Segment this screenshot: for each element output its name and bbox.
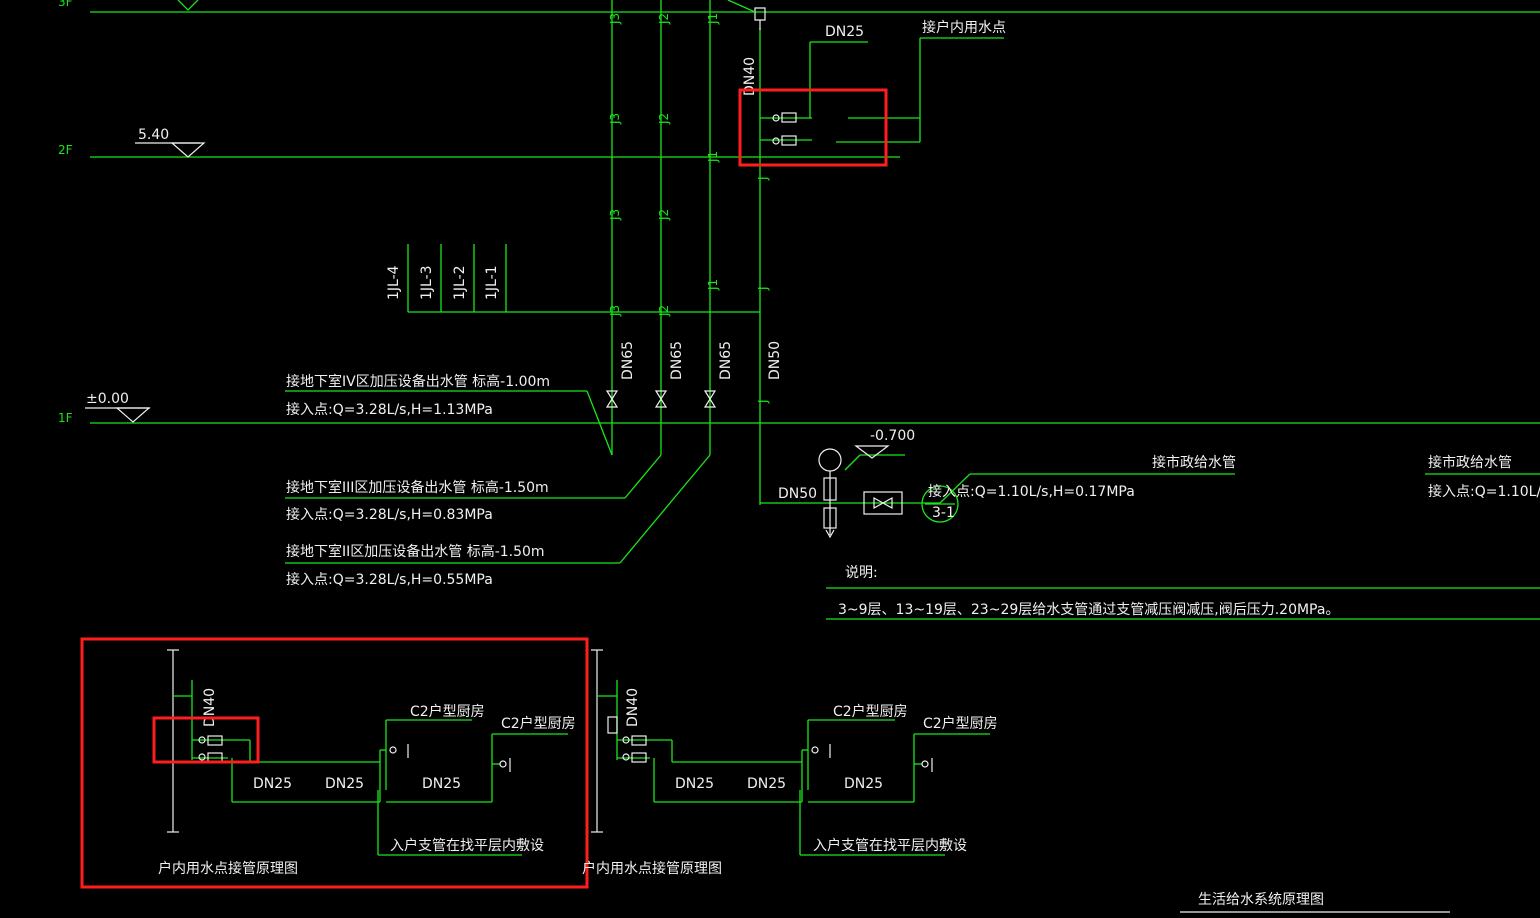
riser-label-j1: J1 (706, 13, 720, 25)
kitchen-label: C2户型厨房 (923, 715, 998, 732)
highlight-box-detail (80, 637, 589, 889)
branch-label: 1JL-1 (484, 265, 500, 300)
branch-label: 1JL-3 (419, 265, 435, 300)
size-label-dn25: DN25 (844, 776, 883, 792)
elevation-marker-2f (135, 142, 206, 158)
valve-icon (605, 390, 717, 408)
connection-leads (285, 390, 711, 564)
top-tap-label: 接户内用水点 (922, 19, 1006, 36)
elevation-label-5-40: 5.40 (138, 127, 169, 143)
municipal-supply (760, 454, 1540, 504)
detail-caption: 户内用水点接管原理图 (158, 860, 298, 877)
meter-tag: 3-1 (932, 505, 955, 521)
size-label-dn25: DN25 (325, 776, 364, 792)
riser-label-j: J (756, 176, 770, 181)
elevation-marker-minus (854, 445, 890, 459)
connection-desc: 接地下室IV区加压设备出水管 标高-1.00m (286, 373, 550, 390)
floor-lines (90, 11, 1540, 424)
size-label-dn65: DN65 (718, 341, 734, 380)
faucet-icon (811, 744, 933, 772)
kitchen-label: C2户型厨房 (833, 703, 908, 720)
faucet-icon (389, 744, 511, 772)
size-label-dn40: DN40 (742, 57, 758, 96)
routing-note: 入户支管在找平层内敷设 (813, 837, 967, 854)
detail-left (167, 649, 568, 856)
floor-label-2f: 2F (58, 143, 73, 157)
detail-caption: 户内用水点接管原理图 (582, 860, 722, 877)
riser-label-j1: J1 (706, 151, 720, 163)
routing-note: 入户支管在找平层内敷设 (390, 837, 544, 854)
municipal-point: 接入点:Q=1.10L/s (1428, 483, 1540, 500)
connection-point: 接入点:Q=3.28L/s,H=0.83MPa (286, 506, 493, 523)
municipal-point: 接入点:Q=1.10L/s,H=0.17MPa (928, 483, 1135, 500)
riser-label-j1: J1 (706, 279, 720, 291)
valve-icon (727, 0, 766, 30)
riser-label-j: J (756, 399, 770, 404)
meter-tag-icon (921, 485, 959, 523)
elevation-label-minus: -0.700 (870, 428, 915, 444)
connection-point: 接入点:Q=3.28L/s,H=1.13MPa (286, 401, 493, 418)
connection-desc: 接地下室III区加压设备出水管 标高-1.50m (286, 479, 549, 496)
size-label-dn65: DN65 (669, 341, 685, 380)
size-label-dn25: DN25 (422, 776, 461, 792)
meter-icon (772, 112, 797, 146)
check-valve-icon (863, 491, 903, 515)
size-label-dn40: DN40 (625, 688, 641, 727)
detail-right (591, 649, 990, 856)
riser-label-j3: J3 (608, 209, 622, 221)
size-label-dn50: DN50 (778, 486, 817, 502)
highlight-box-meter (152, 716, 260, 764)
municipal-label: 接市政给水管 (1152, 454, 1236, 471)
connection-point: 接入点:Q=3.28L/s,H=0.55MPa (286, 571, 493, 588)
riser-label-j3: J3 (608, 305, 622, 317)
municipal-label: 接市政给水管 (1428, 454, 1512, 471)
branch-label: 1JL-2 (452, 265, 468, 300)
elevation-marker-3f (177, 0, 199, 11)
riser-label-j2: J2 (657, 13, 671, 25)
highlight-box-top (738, 88, 888, 167)
elevation-label-0-00: ±0.00 (86, 391, 129, 407)
riser-label-j: J (756, 286, 770, 291)
size-label-dn50: DN50 (767, 341, 783, 380)
riser-label-j3: J3 (608, 113, 622, 125)
elevation-marker-1f (85, 407, 151, 423)
meter-icon (607, 716, 647, 763)
riser-label-j3: J3 (608, 13, 622, 25)
drawing-title: 生活给水系统原理图 (1198, 892, 1324, 908)
top-size-label: DN25 (825, 24, 864, 40)
size-label-dn25: DN25 (253, 776, 292, 792)
size-label-dn40: DN40 (202, 688, 218, 727)
kitchen-label: C2户型厨房 (410, 703, 485, 720)
water-meter-icon (818, 448, 842, 539)
floor-label-1f: 1F (58, 411, 73, 425)
notes-lines (826, 587, 1540, 620)
kitchen-label: C2户型厨房 (501, 715, 576, 732)
size-label-dn25: DN25 (675, 776, 714, 792)
notes-heading: 说明: (845, 565, 878, 581)
size-label-dn25: DN25 (747, 776, 786, 792)
riser-label-j2: J2 (657, 113, 671, 125)
floor-label-3f: 3F (58, 0, 73, 9)
size-label-dn65: DN65 (620, 341, 636, 380)
connection-desc: 接地下室II区加压设备出水管 标高-1.50m (286, 543, 545, 560)
branch-manifold (407, 244, 760, 313)
tap-off-assembly (760, 37, 1004, 143)
branch-label: 1JL-4 (386, 265, 402, 300)
riser-label-j2: J2 (657, 209, 671, 221)
notes-text: 3~9层、13~19层、23~29层给水支管通过支管减压阀减压,阀后压力.20M… (838, 602, 1339, 618)
riser-label-j2: J2 (657, 305, 671, 317)
